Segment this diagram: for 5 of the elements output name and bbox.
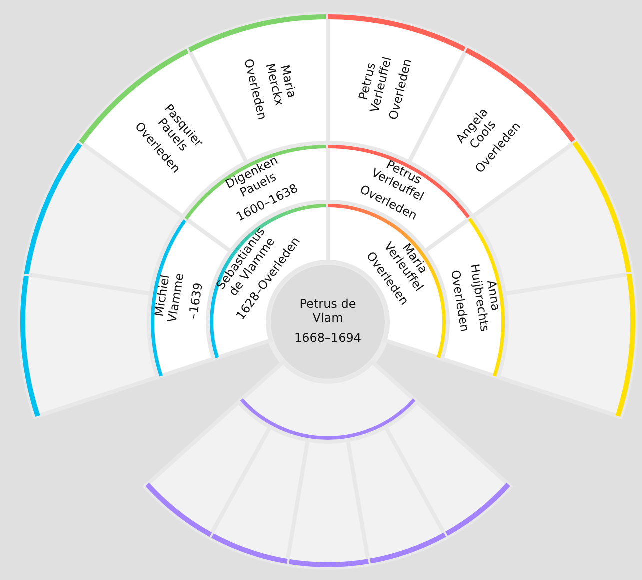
- person-name: Maria Merckx: [263, 62, 300, 108]
- life-dates: –1639: [186, 282, 206, 320]
- person-name: Michiel Vlamme: [152, 272, 187, 324]
- person-name: Petrus de Vlam: [300, 297, 356, 326]
- life-dates: 1668–1694: [294, 331, 362, 346]
